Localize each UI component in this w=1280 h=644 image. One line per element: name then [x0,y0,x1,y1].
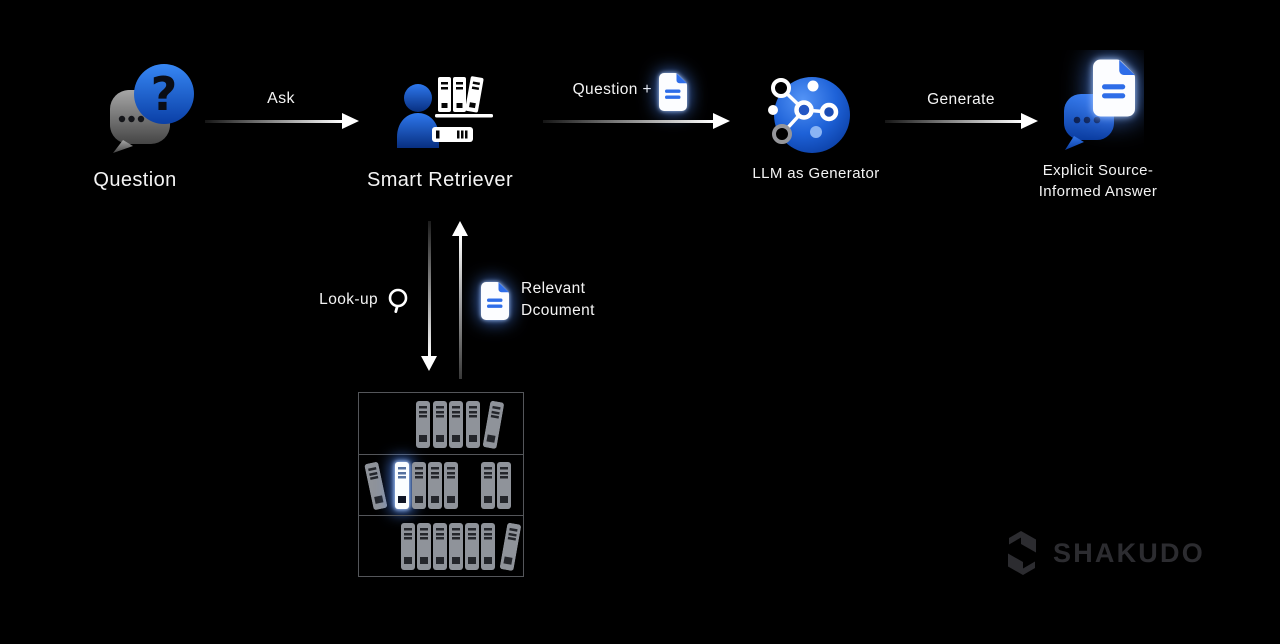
relevant-doc-label-line1: Relevant [521,280,586,297]
binder [481,523,495,570]
generate-edge-label: Generate [927,91,995,108]
binder [499,522,522,572]
document-icon [481,282,509,320]
return-arrow [452,221,469,380]
question-node-label: Question [93,169,177,191]
binder [412,462,426,509]
binder [482,400,505,450]
binder [444,462,458,509]
generate-arrow-line [885,120,1021,123]
lookup-edge-label: Look-up [319,291,378,308]
answer-node-label-line2: Informed Answer [1038,183,1158,200]
question-chat-bubble-icon: ? [110,64,194,153]
binder [364,461,388,511]
chat-document-icon [1064,59,1135,150]
shakudo-logo: SHAKUDO [1004,529,1205,577]
svg-text:?: ? [151,67,178,121]
answer-node-label-line1: Explicit Source- [1042,162,1154,179]
librarian-books-icon [397,76,493,148]
binder [417,523,431,570]
binder [432,401,447,448]
ask-arrow-head [342,113,359,129]
binder [449,523,463,570]
shelf-row [358,392,524,455]
shelf-row [358,515,524,577]
lookup-arrow [421,221,438,373]
ask-edge-label: Ask [267,90,295,107]
binder [433,523,447,570]
question-plus-arrow-head [713,113,730,129]
binder [481,462,495,509]
binder [416,401,430,448]
ask-arrow-line [205,120,342,123]
binder-highlighted [395,462,409,509]
generate-arrow-head [1021,113,1038,129]
retriever-node-label: Smart Retriever [366,169,514,191]
network-sphere-icon [768,77,850,153]
llm-node-label: LLM as Generator [752,165,880,182]
binder [449,401,463,448]
binder [428,462,442,509]
binder [465,523,479,570]
question-plus-edge-label: Question + [572,81,652,98]
binder [465,401,480,448]
shelf-row [358,454,524,516]
relevant-doc-label-line2: Dcoument [521,302,595,319]
document-icon [659,73,687,111]
shakudo-s-mark-icon [1008,531,1036,575]
question-plus-arrow-line [543,120,713,123]
magnifier-icon [388,288,408,313]
binder [401,523,415,570]
binder [497,462,511,509]
bookshelf [358,392,524,577]
shakudo-wordmark: SHAKUDO [1053,537,1205,568]
